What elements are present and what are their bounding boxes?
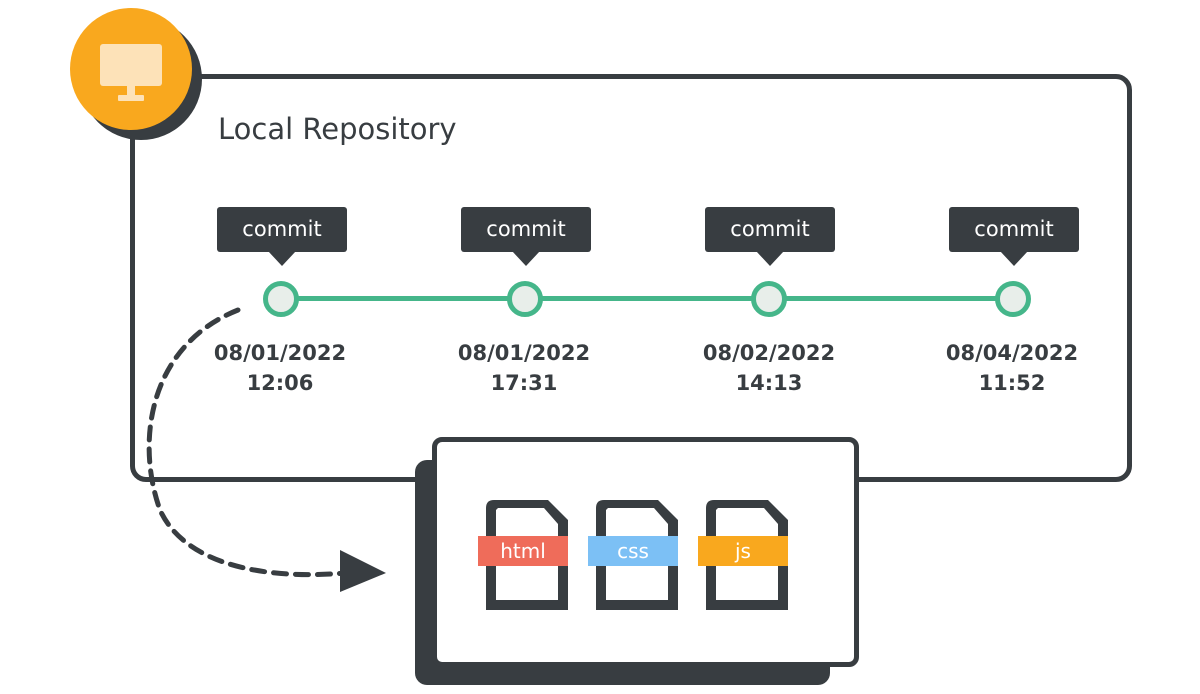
commit-date: 08/04/2022: [945, 341, 1079, 365]
commit-tag: commit: [705, 207, 835, 266]
commit-timestamp: 08/01/2022 12:06: [190, 338, 370, 398]
file-type-label: js: [698, 536, 788, 566]
monitor-badge: [70, 8, 192, 130]
commit-node: [995, 281, 1031, 317]
commit-timestamp: 08/04/2022 11:52: [922, 338, 1102, 398]
commit-date: 08/02/2022: [702, 341, 836, 365]
commit-tag: commit: [949, 207, 1079, 266]
file-type-label: html: [478, 536, 568, 566]
commit-tag: commit: [461, 207, 591, 266]
commit-date: 08/01/2022: [457, 341, 591, 365]
file-type-label: css: [588, 536, 678, 566]
commit-node: [751, 281, 787, 317]
commit-time: 12:06: [246, 371, 314, 395]
commit-time: 17:31: [490, 371, 558, 395]
commit-node: [263, 281, 299, 317]
commit-timestamp: 08/01/2022 17:31: [434, 338, 614, 398]
monitor-icon: [100, 44, 162, 101]
css-file-icon: css: [588, 498, 686, 610]
repository-title: Local Repository: [218, 112, 457, 146]
commit-timestamp: 08/02/2022 14:13: [679, 338, 859, 398]
commit-tag: commit: [217, 207, 347, 266]
commit-date: 08/01/2022: [213, 341, 347, 365]
html-file-icon: html: [478, 498, 576, 610]
commit-time: 11:52: [978, 371, 1046, 395]
timeline-line: [281, 296, 1013, 301]
commit-time: 14:13: [735, 371, 803, 395]
js-file-icon: js: [698, 498, 796, 610]
commit-node: [507, 281, 543, 317]
